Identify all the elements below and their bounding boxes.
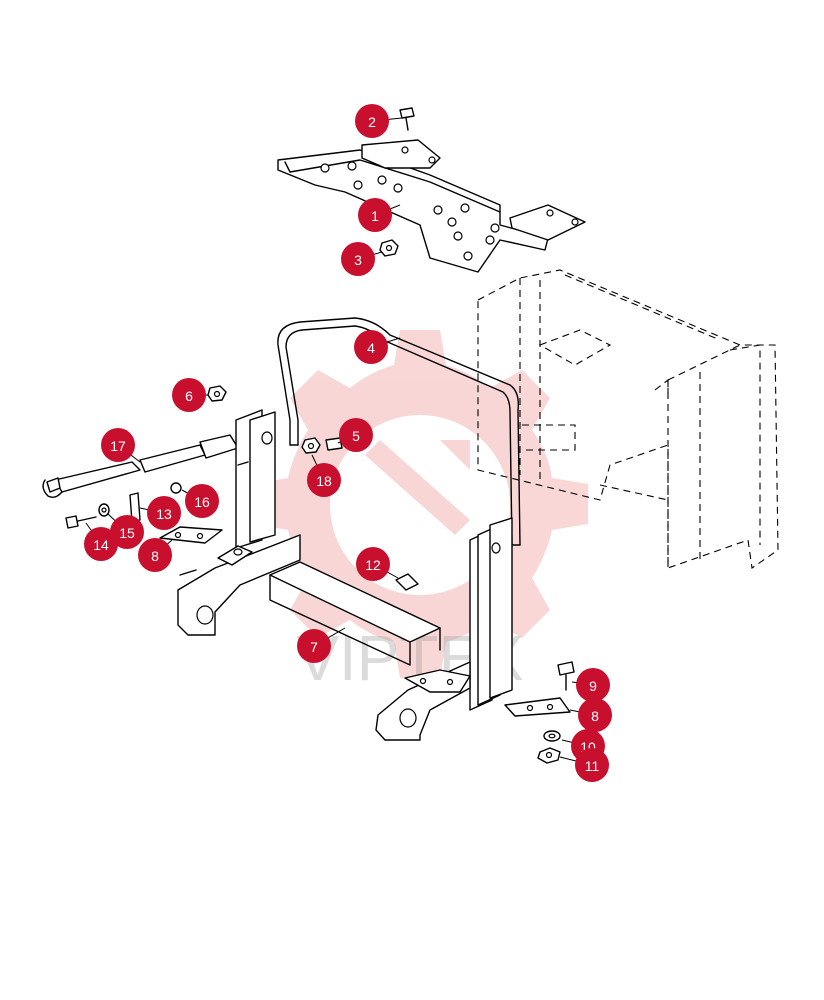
mounting-plate — [277, 139, 586, 273]
callout-8: 8 — [138, 538, 173, 572]
callout-number: 5 — [352, 428, 360, 444]
side-plate-left — [159, 526, 223, 544]
callout-number: 2 — [368, 114, 376, 130]
callout-badge — [138, 538, 172, 572]
callout-badge — [355, 104, 389, 138]
callout-badge — [578, 698, 612, 732]
callout-badge — [172, 378, 206, 412]
callout-badge — [575, 748, 609, 782]
callout-17: 17 — [101, 428, 141, 463]
callout-badge — [354, 330, 388, 364]
callout-11: 11 — [559, 748, 609, 782]
callout-4: 4 — [354, 330, 401, 364]
bolt-small — [325, 437, 343, 451]
bolt-nine — [557, 661, 575, 691]
callout-number: 11 — [585, 758, 600, 774]
callout-7: 7 — [297, 627, 346, 663]
callout-1: 1 — [358, 198, 401, 232]
callout-number: 18 — [316, 473, 332, 489]
callout-badge — [358, 198, 392, 232]
callout-number: 8 — [591, 708, 599, 724]
callout-14: 14 — [84, 522, 118, 561]
washer-fifteen — [98, 503, 110, 517]
callout-number: 17 — [110, 438, 126, 454]
callout-number: 12 — [365, 557, 381, 573]
callout-badge — [147, 496, 181, 530]
callout-9: 9 — [571, 668, 610, 702]
bolt-top — [399, 107, 415, 131]
callout-number: 4 — [367, 340, 375, 356]
callout-number: 6 — [185, 388, 193, 404]
callout-13: 13 — [139, 496, 181, 530]
nut-eleven — [537, 747, 561, 764]
callout-number: 14 — [93, 537, 109, 553]
callout-number: 7 — [310, 639, 318, 655]
callout-number: 16 — [194, 494, 210, 510]
callout-3: 3 — [341, 242, 383, 276]
callout-number: 1 — [371, 208, 379, 224]
bolt-fourteen — [65, 515, 97, 529]
nut-top — [379, 239, 399, 257]
pin-thirteen — [129, 492, 141, 523]
callout-8: 8 — [569, 698, 612, 732]
callout-number: 8 — [151, 548, 159, 564]
callout-badge — [84, 527, 118, 561]
callout-badge — [341, 242, 375, 276]
callout-6: 6 — [172, 378, 208, 412]
washer-ten — [543, 730, 561, 742]
main-frame — [177, 409, 513, 741]
callout-number: 3 — [354, 252, 362, 268]
callout-2: 2 — [355, 104, 403, 138]
callout-badge — [101, 428, 135, 462]
callout-number: 15 — [119, 525, 135, 541]
callout-16: 16 — [181, 484, 219, 518]
bushing-sixteen — [170, 482, 182, 494]
callout-badge — [356, 547, 390, 581]
callout-badge — [110, 515, 144, 549]
callout-badge — [339, 418, 373, 452]
callout-badge — [576, 668, 610, 702]
callout-badge — [307, 463, 341, 497]
callout-15: 15 — [107, 513, 144, 549]
top-link — [42, 434, 239, 499]
callout-5: 5 — [337, 418, 373, 452]
callout-18: 18 — [307, 454, 341, 497]
callout-number: 9 — [589, 678, 597, 694]
side-plate-right — [504, 697, 571, 717]
callout-number: 13 — [156, 506, 172, 522]
callout-12: 12 — [356, 547, 399, 581]
callout-badge — [185, 484, 219, 518]
tractor-frame-outline — [477, 269, 779, 569]
callout-badge — [297, 629, 331, 663]
nut-six — [207, 385, 227, 402]
support-bar — [277, 317, 521, 546]
nut-small — [301, 437, 321, 454]
